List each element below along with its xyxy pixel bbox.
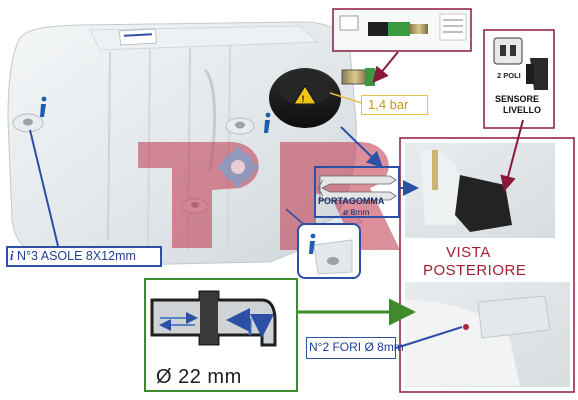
svg-text:!: ! xyxy=(302,94,305,104)
holes-callout xyxy=(306,337,396,359)
level-sensor-label-line1: SENSORE xyxy=(495,94,540,104)
gear-icon xyxy=(218,147,258,187)
info-icon xyxy=(40,96,47,117)
connector-pins-label: 2 POLI xyxy=(497,71,521,80)
mounting-slots-text: N°3 ASOLE 8X12mm xyxy=(16,249,136,263)
pressure-callout xyxy=(361,95,428,115)
hose-fitting-diameter: ø 8mm xyxy=(343,207,370,217)
info-icon: i xyxy=(10,249,14,263)
info-icon xyxy=(309,233,316,254)
rear-view-label-line1: VISTA xyxy=(446,244,491,261)
level-sensor-label-line2: LIVELLO xyxy=(503,105,541,115)
hazard-icon: ! xyxy=(293,85,317,105)
info-icon xyxy=(264,112,271,133)
mounting-slots-callout xyxy=(6,246,162,267)
pipe-diameter-label: Ø 22 mm xyxy=(156,366,242,388)
pressure-label: 1,4 bar xyxy=(368,97,409,112)
hose-fitting-title: PORTAGOMMA xyxy=(318,196,385,206)
mounting-slots-label: i N°3 ASOLE 8X12mm xyxy=(10,249,136,264)
rear-view-label-line2: POSTERIORE xyxy=(423,262,527,279)
hose-fitting-callout xyxy=(314,166,400,218)
holes-label: N°2 FORI Ø 8mm xyxy=(309,340,404,354)
